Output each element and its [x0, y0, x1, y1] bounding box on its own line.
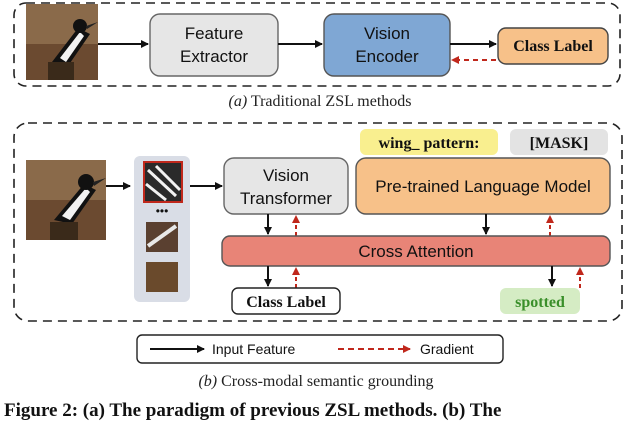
- feature-extractor-line1: Feature: [185, 24, 244, 43]
- language-model-box: [355, 157, 611, 215]
- legend-gradient-label: Gradient: [420, 341, 474, 357]
- figure-caption: Figure 2: (a) The paradigm of previous Z…: [4, 400, 501, 421]
- legend-input-feature-label: Input Feature: [212, 341, 295, 357]
- feature-extractor-line2: Extractor: [180, 47, 248, 66]
- class-label-box-top: [497, 27, 609, 65]
- bird-image-top: [26, 4, 98, 80]
- class-label-box-bottom: [231, 287, 341, 315]
- bird-image-bottom: [26, 160, 106, 240]
- class-label-bottom: Class Label: [246, 294, 326, 311]
- caption-b: (b) Cross-modal semantic grounding: [198, 373, 433, 390]
- spotted-token: spotted: [515, 294, 565, 311]
- bottom-panel-frame: [13, 122, 623, 322]
- patch-3: [146, 262, 178, 292]
- mask-token-box: [510, 129, 608, 155]
- vision-transformer-line1: Vision: [263, 166, 309, 185]
- class-label-top: Class Label: [513, 38, 593, 55]
- legend-box: [136, 334, 504, 364]
- vision-transformer-box: [223, 157, 349, 215]
- vision-transformer-line2: Transformer: [240, 189, 332, 208]
- patch-2: [146, 222, 178, 252]
- spotted-token-box: [500, 288, 580, 314]
- patch-1: [143, 161, 183, 203]
- patch-ellipsis: •••: [156, 204, 169, 218]
- cross-attention-bar: [221, 235, 611, 267]
- cross-attention-label: Cross Attention: [358, 242, 473, 261]
- prompt-token-box: [360, 129, 498, 155]
- vision-encoder-line2: Encoder: [355, 47, 419, 66]
- mask-token: [MASK]: [530, 135, 589, 152]
- top-panel-frame: [13, 2, 621, 87]
- prompt-token: wing_ pattern:: [379, 135, 480, 152]
- caption-a: (a) Traditional ZSL methods: [229, 93, 412, 110]
- language-model-label: Pre-trained Language Model: [375, 177, 590, 196]
- vision-encoder-line1: Vision: [364, 24, 410, 43]
